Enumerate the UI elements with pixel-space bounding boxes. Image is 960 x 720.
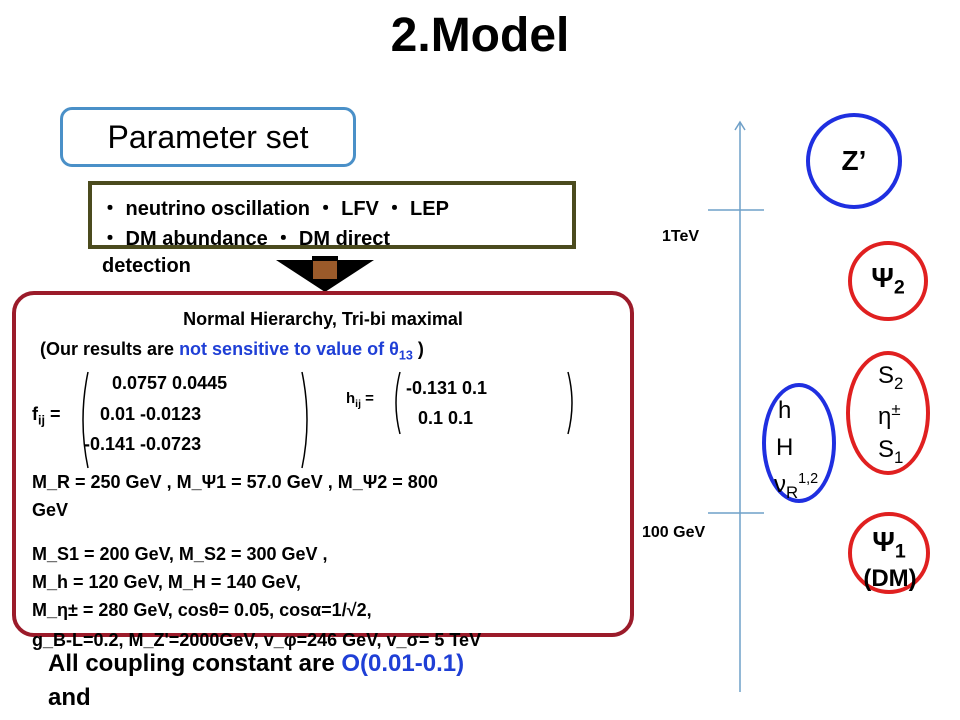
results-box	[12, 291, 634, 637]
mass-line-5: g_B-L=0.2, M_Z'=2000GeV, v_φ=246 GeV, v_…	[32, 630, 482, 650]
higgs-circle	[762, 383, 836, 503]
coupling-note: All coupling constant are O(0.01-0.1)	[48, 650, 465, 677]
s2-label: S2	[878, 362, 904, 393]
page-title: 2.Model	[390, 9, 570, 62]
dm-label: (DM)	[863, 565, 917, 592]
down-arrow-icon	[276, 256, 374, 292]
conditions-box	[88, 181, 576, 249]
mass-line-4: M_η± = 280 GeV, cosθ= 0.05, cosα=1/√2,	[32, 600, 372, 620]
eta-label: η±	[878, 400, 901, 430]
f-matrix-row-1: 0.0757 0.0445	[112, 373, 228, 393]
results-heading-1: Normal Hierarchy, Tri-bi maximal	[183, 309, 463, 329]
condition-line-3: detection	[102, 255, 191, 277]
mass-line-1b: GeV	[32, 500, 69, 520]
h-matrix-row-1: -0.131 0.1	[406, 378, 488, 398]
parameter-set-label: Parameter set	[107, 118, 309, 155]
psi2-label: Ψ2	[871, 262, 905, 299]
H-label: H	[776, 434, 794, 461]
mass-line-1: M_R = 250 GeV , M_Ψ1 = 57.0 GeV , M_Ψ2 =…	[32, 472, 438, 492]
nu-label: νR1,2	[774, 471, 819, 502]
coupling-note-line-2: and	[48, 684, 91, 711]
h-matrix-brackets	[395, 371, 573, 435]
axis-label-100gev: 100 GeV	[642, 524, 706, 541]
s1-label: S1	[878, 436, 904, 467]
axis-label-1tev: 1TeV	[662, 228, 700, 245]
psi1-label: Ψ1	[872, 526, 906, 563]
h-matrix-row-2: 0.1 0.1	[418, 408, 474, 428]
f-matrix-row-2: 0.01 -0.0123	[100, 404, 202, 424]
scalar-circle	[846, 351, 930, 475]
psi1-circle: Ψ1	[848, 512, 930, 594]
results-heading-2: (Our results are not sensitive to value …	[40, 339, 424, 363]
parameter-set-box: Parameter set	[60, 107, 356, 167]
h-label: h	[778, 397, 792, 424]
zprime-label: Z’	[841, 145, 867, 176]
mass-axis	[708, 120, 764, 692]
h-matrix-label: hij =	[346, 390, 374, 410]
f-matrix-label: fij =	[32, 404, 61, 428]
condition-line-1: ・ neutrino oscillation ・ LFV ・ LEP	[100, 198, 449, 220]
zprime-circle: Z’	[806, 113, 902, 209]
f-matrix-row-3: -0.141 -0.0723	[84, 434, 202, 454]
mass-line-2: M_S1 = 200 GeV, M_S2 = 300 GeV ,	[32, 544, 328, 564]
mass-line-3: M_h = 120 GeV, M_H = 140 GeV,	[32, 572, 301, 592]
condition-line-2: ・ DM abundance ・ DM direct	[100, 228, 391, 250]
psi2-circle: Ψ2	[848, 241, 928, 321]
f-matrix-brackets	[82, 371, 308, 469]
